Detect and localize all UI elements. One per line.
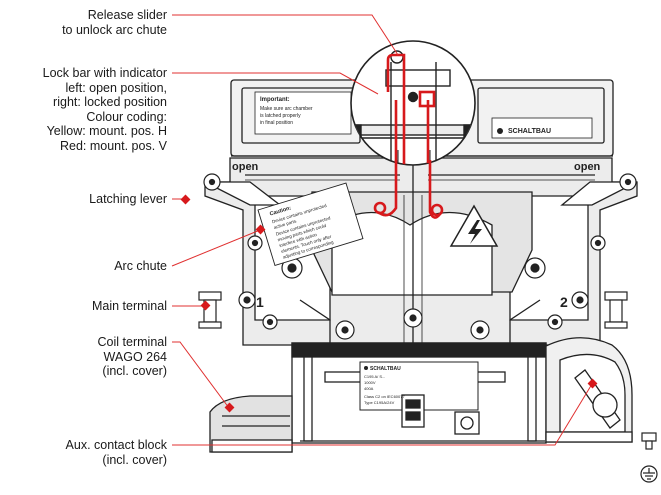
- drive-box: [291, 342, 547, 444]
- caution-line-2: active parts.: [273, 218, 298, 230]
- terminal-1-label: 1: [256, 294, 264, 310]
- plate-line-5: Type C195A/24V: [364, 400, 395, 405]
- ground-icon: [640, 465, 658, 483]
- plate-line-3: 400A: [364, 386, 374, 391]
- label-aux-contact: Aux. contact block (incl. cover): [65, 438, 167, 467]
- earth-screw: [641, 432, 657, 450]
- caution-label: [257, 182, 364, 267]
- lock-bar-magnifier: [350, 40, 476, 166]
- plate-line-1: C195 A/ S...: [364, 374, 385, 379]
- important-line-1: Make sure arc chamber: [260, 106, 313, 112]
- leader-lines: [171, 14, 593, 446]
- terminal-2-label: 2: [560, 294, 568, 310]
- important-line-3: in final position: [260, 120, 293, 126]
- label-release-slider: Release slider to unlock arc chute: [62, 8, 167, 37]
- label-lock-bar: Lock bar with indicator left: open posit…: [42, 66, 167, 153]
- coil-terminal-cover: [209, 395, 293, 453]
- main-terminal-bolt-left: [198, 291, 222, 329]
- open-label-left: open: [232, 161, 259, 173]
- brand-label: SCHALTBAU: [508, 128, 551, 135]
- plate-line-4: Class C2 on IEC60077: [364, 394, 405, 399]
- high-voltage-icon: [449, 204, 499, 247]
- label-coil-terminal: Coil terminal WAGO 264 (incl. cover): [97, 335, 167, 378]
- plate-brand: SCHALTBAU: [370, 366, 401, 372]
- name-plate: SCHALTBAU C195 A/ S... 1000V 400A Class …: [364, 366, 405, 405]
- screw-group: [203, 173, 637, 340]
- leader-markers: [180, 194, 598, 413]
- open-label-right: open: [574, 161, 601, 173]
- plate-line-2: 1000V: [364, 380, 376, 385]
- main-terminal-bolt-right: [604, 291, 628, 329]
- schaltbau-logo: [497, 128, 503, 134]
- label-arc-chute: Arc chute: [114, 259, 167, 273]
- important-title: Important:: [260, 97, 290, 103]
- label-latching-lever: Latching lever: [89, 192, 167, 206]
- label-main-terminal: Main terminal: [91, 299, 167, 313]
- important-line-2: is latched properly: [260, 113, 301, 119]
- lock-bar-indicator: [373, 160, 444, 219]
